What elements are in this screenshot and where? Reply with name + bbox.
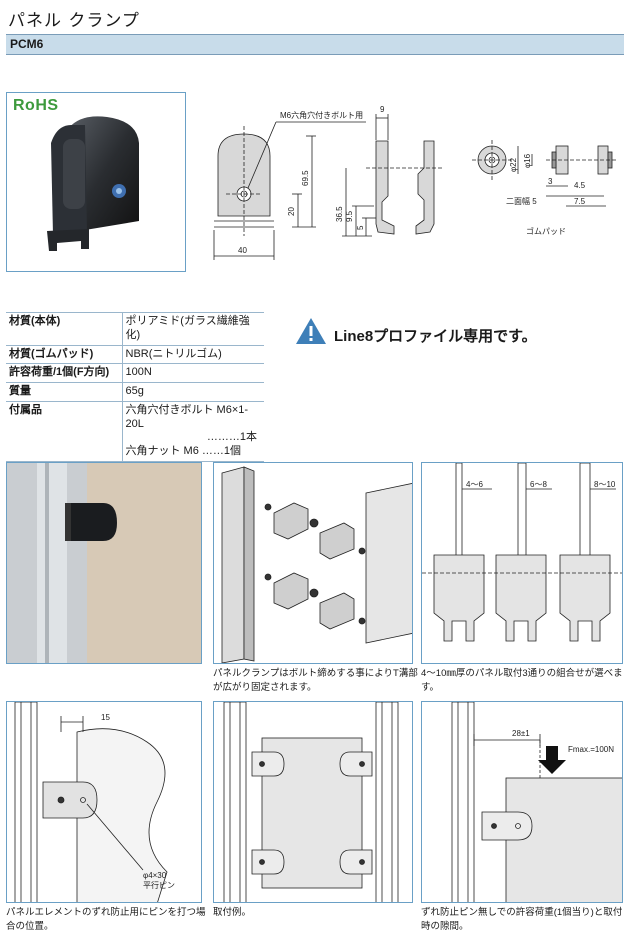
spec-value: ポリアミド(ガラス繊維強化) [122,312,264,346]
spec-value: NBR(ニトリルゴム) [122,345,264,365]
force-label: Fmax.=100N [568,745,614,754]
thickness-panel: 4～6 6～8 8～10 [421,462,623,664]
product-photo-frame: RoHS [6,92,186,272]
accessory-line: 六角穴付きボルト M6×1-20L [125,403,249,430]
exploded-view-panel [213,462,413,664]
clamp-photo [47,116,139,251]
dim-28: 28±1 [512,729,530,738]
dim-40: 40 [238,246,247,255]
allowable-load-diagram: 28±1 Fmax.=100N [451,702,622,902]
technical-drawing: M6六角穴付きボルト用 9 69.5 20 36.5 9.5 5 40 φ22 … [213,105,616,260]
mounting-example [223,702,399,902]
spec-row: 付属品 六角穴付きボルト M6×1-20L ………1本 六角ナット M6 ……1… [6,401,264,462]
page-title: パネル クランプ [8,11,140,31]
dim-3: 3 [548,177,553,186]
accessory-line: 六角ナット M6 ……1個 [125,445,242,457]
spec-row: 材質(ゴムパッド)NBR(ニトリルゴム) [6,345,264,365]
photo-panel-installed [6,462,202,664]
rohs-badge: RoHS [13,97,59,114]
pin-label-2: 平行ピン [143,880,175,890]
spec-key: 許容荷重/1個(F方向) [6,363,123,383]
dim-phi16: φ16 [523,153,532,168]
notice-text: Line8プロファイル専用です。 [334,328,537,345]
dim-4-5: 4.5 [574,181,586,190]
warning-icon [296,318,326,344]
spec-key: 材質(ゴムパッド) [6,345,123,365]
pin-label: φ4×30 [143,871,167,880]
panel3-caption: 4～10㎜厚のパネル取付3通りの組合せが選べます。 [421,668,623,693]
thickness-label-2: 6～8 [530,480,547,489]
rubber-pad-label: ゴムパッド [526,226,566,236]
dim-9-5: 9.5 [345,210,354,222]
spec-table: 材質(本体)ポリアミド(ガラス繊維強化) 材質(ゴムパッド)NBR(ニトリルゴム… [6,312,264,462]
dim-nimentaba: 二面幅 5 [506,196,537,206]
spec-row: 許容荷重/1個(F方向)100N [6,363,264,383]
spec-key: 質量 [6,382,123,402]
spec-row: 材質(本体)ポリアミド(ガラス繊維強化) [6,312,264,346]
dim-69-5: 69.5 [301,170,310,186]
spec-key: 付属品 [6,401,123,462]
exploded-view [221,466,412,663]
dim-36-5: 36.5 [335,206,344,222]
spec-key: 材質(本体) [6,312,123,346]
pin-position-panel: 15 φ4×30 平行ピン [6,701,202,903]
panel6-caption: ずれ防止ピン無しでの許容荷重(1個当り)と取付時の隙間。 [421,907,623,932]
allowable-load-panel: 28±1 Fmax.=100N [421,701,623,903]
thickness-label-3: 8～10 [594,480,616,489]
accessory-line: ………1本 [206,431,257,444]
spec-value: 100N [122,363,264,383]
panel2-caption: パネルクランプはボルト締めする事によりT溝部が広がり固定されます。 [213,668,418,693]
thickness-label-1: 4～6 [466,480,483,489]
mounting-example-panel [213,701,413,903]
thickness-diagram: 4～6 6～8 8～10 [422,463,622,642]
dim-15: 15 [101,713,110,722]
dim-20: 20 [287,207,296,216]
spec-value: 65g [122,382,264,402]
dim-5: 5 [356,225,365,230]
dim-phi22: φ22 [509,157,518,172]
model-bar: PCM6 [6,34,624,55]
panel4-caption: パネルエレメントのずれ防止用にピンを打つ場合の位置。 [6,907,206,932]
dim-9: 9 [380,105,385,114]
model-code: PCM6 [10,37,44,51]
panel5-caption: 取付例。 [213,907,252,918]
dim-7-5: 7.5 [574,197,586,206]
pin-position-diagram: 15 φ4×30 平行ピン [14,702,175,902]
installed-photo [7,463,201,663]
bolt-label: M6六角穴付きボルト用 [280,110,363,120]
spec-value-accessories: 六角穴付きボルト M6×1-20L ………1本 六角ナット M6 ……1個 [122,401,264,462]
